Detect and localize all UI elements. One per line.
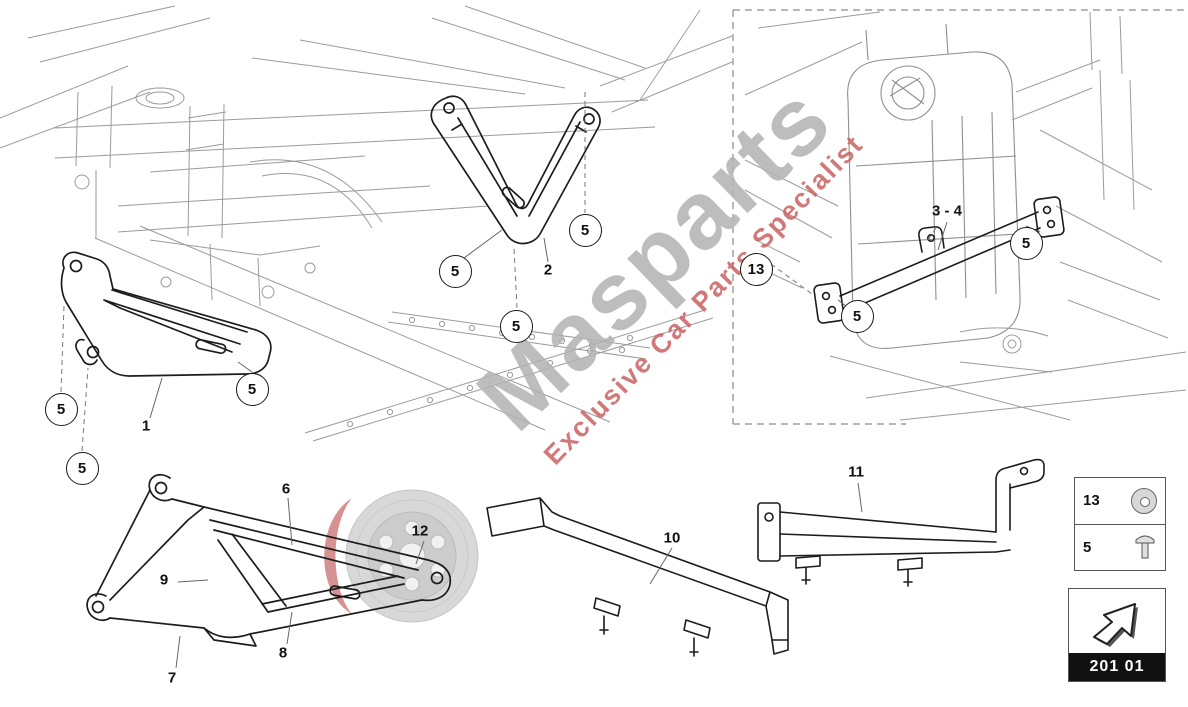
part-label-3-4[interactable]: 3 - 4 — [931, 202, 963, 220]
detail-view-dashed-border — [732, 9, 1184, 425]
bracket-part-3-4-art[interactable] — [813, 196, 1065, 324]
washer-icon — [1131, 487, 1157, 514]
fastener-callout-5[interactable]: 5 — [840, 299, 874, 333]
bracket-parts-6-12-art[interactable] — [86, 473, 452, 647]
part-label-1[interactable]: 1 — [141, 417, 151, 435]
perforated-strip-holes — [346, 316, 634, 428]
fastener-callout-13[interactable]: 13 — [739, 252, 773, 286]
bracket-part-10-art[interactable] — [486, 497, 789, 657]
bracket-part-2-art[interactable] — [430, 95, 601, 245]
part-label-9[interactable]: 9 — [159, 571, 169, 589]
fluid-tank-art — [847, 23, 1021, 349]
page-code: 201 01 — [1069, 653, 1165, 681]
fastener-callout-5[interactable]: 5 — [438, 254, 472, 288]
engine-bay-frame-art — [744, 11, 1187, 421]
part-label-12[interactable]: 12 — [411, 522, 429, 540]
legend-number-5: 5 — [1083, 538, 1092, 556]
legend-number-13: 13 — [1083, 492, 1100, 510]
part-label-7[interactable]: 7 — [167, 669, 177, 687]
part-label-10[interactable]: 10 — [663, 529, 681, 547]
logo-swoosh — [324, 498, 352, 614]
chassis-frame-art — [0, 5, 733, 442]
legend-row-screw[interactable]: 5 — [1075, 523, 1165, 571]
fastener-callout-5[interactable]: 5 — [499, 309, 533, 343]
bracket-part-11-art[interactable] — [757, 458, 1045, 587]
screw-icon — [1133, 532, 1157, 562]
fastener-callout-5[interactable]: 5 — [65, 451, 99, 485]
fastener-callout-5[interactable]: 5 — [1009, 226, 1043, 260]
fastener-callout-5[interactable]: 5 — [44, 392, 78, 426]
part-label-2[interactable]: 2 — [543, 261, 553, 279]
fastener-callout-5[interactable]: 5 — [235, 372, 269, 406]
bracket-part-1-art[interactable] — [60, 251, 272, 377]
nav-arrow-icon — [1069, 589, 1165, 653]
fastener-callout-5[interactable]: 5 — [568, 213, 602, 247]
page-nav-box[interactable]: 201 01 — [1068, 588, 1166, 682]
legend-row-washer[interactable]: 13 — [1075, 478, 1165, 524]
leader-lines-dashed — [60, 92, 937, 452]
masparts-logo-art — [324, 489, 479, 623]
part-label-8[interactable]: 8 — [278, 644, 288, 662]
fastener-legend: 13 5 — [1074, 477, 1166, 571]
part-label-6[interactable]: 6 — [281, 480, 291, 498]
part-label-11[interactable]: 11 — [848, 463, 864, 481]
